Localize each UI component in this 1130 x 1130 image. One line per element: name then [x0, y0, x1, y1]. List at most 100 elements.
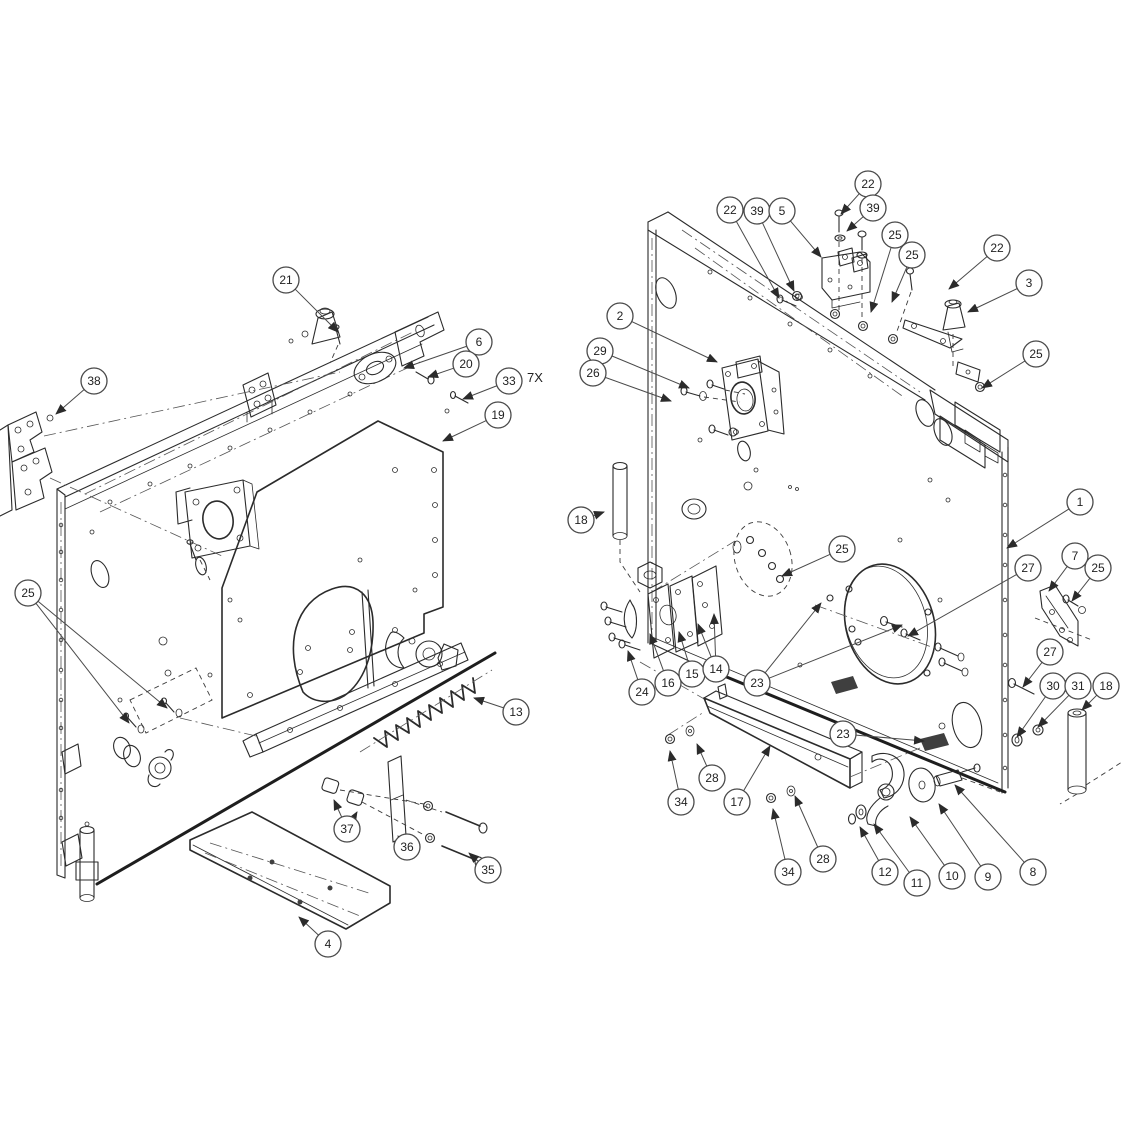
callout-balloon-25-6: 25 — [14, 579, 168, 724]
balloon-circle — [667, 788, 695, 816]
balloon-number: 23 — [750, 676, 764, 690]
callout-balloon-33-3: 33 — [462, 367, 523, 400]
balloon-circle — [723, 788, 751, 816]
balloon-circle — [1014, 554, 1042, 582]
balloon-number: 27 — [1043, 645, 1057, 659]
lower-right-fasteners — [1007, 677, 1123, 805]
leader-line — [55, 389, 85, 415]
balloon-circle — [465, 328, 493, 356]
balloon-number: 20 — [459, 357, 473, 371]
pivot-bracket-5 — [821, 209, 871, 320]
balloon-number: 34 — [781, 865, 795, 879]
balloon-circle — [743, 669, 771, 697]
leader-line — [764, 602, 822, 674]
callout-balloon-35-10: 35 — [468, 852, 502, 884]
balloon-circle — [938, 862, 966, 890]
leader-line — [611, 355, 690, 389]
key-bar-1 — [831, 676, 858, 694]
balloon-number: 8 — [1030, 865, 1037, 879]
balloon-number: 31 — [1071, 679, 1085, 693]
leader-line — [348, 811, 358, 823]
callout-balloon-37-8: 37 — [333, 799, 361, 843]
latch-hook-group — [847, 752, 1001, 827]
flange-part — [353, 351, 397, 385]
callout-balloon-25-29: 25 — [1071, 554, 1112, 602]
bottom-channel-17 — [664, 683, 921, 804]
rail-fasteners — [776, 267, 915, 345]
callout-balloon-25-17: 25 — [869, 221, 909, 313]
balloon-circle — [628, 678, 656, 706]
balloon-number: 12 — [878, 865, 892, 879]
callout-balloon-22-14: 22 — [716, 196, 780, 299]
leader-line — [891, 266, 908, 303]
leader-line — [298, 916, 319, 936]
fan-scroll — [292, 585, 375, 703]
balloon-number: 2 — [617, 309, 624, 323]
leader-line — [1071, 577, 1091, 602]
balloon-number: 11 — [911, 876, 924, 890]
leader-line — [677, 631, 689, 662]
leader-line — [462, 385, 498, 400]
balloon-circle — [829, 720, 857, 748]
leader-line — [697, 623, 712, 658]
leader-line — [626, 650, 639, 680]
balloon-number: 35 — [481, 863, 495, 877]
balloon-number: 6 — [476, 335, 483, 349]
fan-circle — [814, 563, 969, 685]
callout-balloon-23-32: 23 — [829, 720, 925, 748]
balloon-number: 22 — [723, 203, 737, 217]
pump-bracket-2 — [680, 355, 785, 441]
key-bar-2 — [920, 733, 949, 751]
quantity-annotation: 7X — [527, 370, 543, 385]
callout-balloon-5-16: 5 — [768, 197, 822, 258]
balloon-circle — [1092, 672, 1120, 700]
balloon-circle — [272, 266, 300, 294]
balloon-circle — [333, 815, 361, 843]
callout-balloon-28-44: 28 — [794, 795, 837, 873]
callout-balloon-18-36: 18 — [1081, 672, 1120, 711]
callout-balloon-34-43: 34 — [667, 750, 695, 816]
balloon-circle — [484, 401, 512, 429]
callout-balloon-19-4: 19 — [442, 401, 512, 442]
balloon-circle — [567, 506, 595, 534]
balloon-number: 19 — [491, 408, 505, 422]
callout-balloon-3-20: 3 — [967, 269, 1043, 313]
callout-balloon-34-45: 34 — [770, 808, 802, 886]
balloon-circle — [871, 858, 899, 886]
balloon-circle — [903, 869, 931, 897]
balloon-number: 27 — [1021, 561, 1035, 575]
balloon-number: 4 — [325, 937, 332, 951]
leader-line — [869, 247, 892, 313]
balloon-number: 22 — [990, 241, 1004, 255]
spring — [359, 669, 493, 753]
leader-line — [948, 256, 988, 290]
callout-balloon-12-46: 12 — [859, 826, 899, 886]
balloon-circle — [1064, 672, 1092, 700]
balloon-number: 16 — [661, 676, 675, 690]
balloon-number: 24 — [635, 685, 649, 699]
callout-balloon-6-1: 6 — [403, 328, 493, 369]
left-assembly-drawing — [0, 307, 497, 930]
leader-line — [1016, 696, 1046, 738]
callout-balloon-36-9: 36 — [393, 833, 421, 861]
balloon-circle — [881, 221, 909, 249]
leader-line — [35, 602, 130, 724]
balloon-number: 26 — [586, 366, 600, 380]
balloon-circle — [474, 856, 502, 884]
leader-line — [981, 360, 1026, 389]
leader-line — [593, 511, 605, 520]
balloon-circle — [809, 845, 837, 873]
callout-balloon-18-25: 18 — [567, 506, 605, 534]
leader-line — [473, 696, 504, 709]
callout-balloon-13-7: 13 — [473, 696, 530, 726]
leader-line — [840, 193, 860, 215]
callout-balloon-2-22: 2 — [606, 302, 718, 363]
leader-line — [846, 216, 864, 232]
balloon-number: 17 — [730, 795, 744, 809]
ring-boss — [681, 498, 707, 520]
balloon-number: 3 — [1026, 276, 1033, 290]
callout-balloon-1-26: 1 — [1006, 488, 1094, 549]
balloon-circle — [974, 863, 1002, 891]
